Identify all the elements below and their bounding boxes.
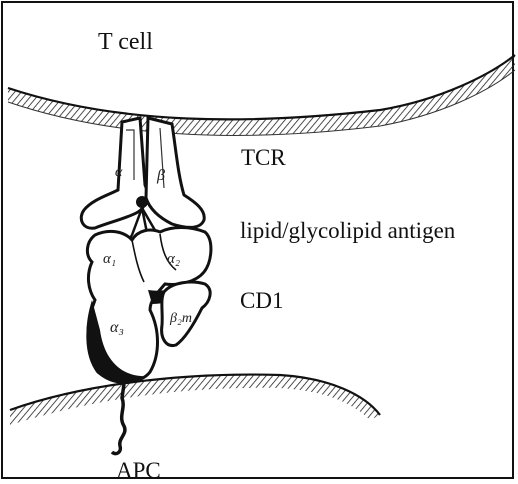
- tcr-alpha-domain-label: α: [115, 165, 123, 180]
- cd1-alpha2-domain-label: α₂: [167, 251, 180, 267]
- apc-membrane: [10, 375, 380, 425]
- beta2m-domain-label: β₂m: [169, 311, 192, 326]
- tcr-label: TCR: [241, 146, 286, 169]
- tcr-beta-domain-label: β: [156, 167, 165, 184]
- t-cell-membrane: [8, 55, 515, 135]
- apc-label: APC: [116, 459, 161, 482]
- cd1-alpha1-domain-label: α₁: [103, 251, 116, 267]
- t-cell-label: T cell: [98, 30, 153, 54]
- cd1-alpha3-domain-label: α₃: [110, 319, 124, 336]
- antigen-label: lipid/glycolipid antigen: [240, 219, 455, 242]
- cd1-label: CD1: [240, 289, 283, 312]
